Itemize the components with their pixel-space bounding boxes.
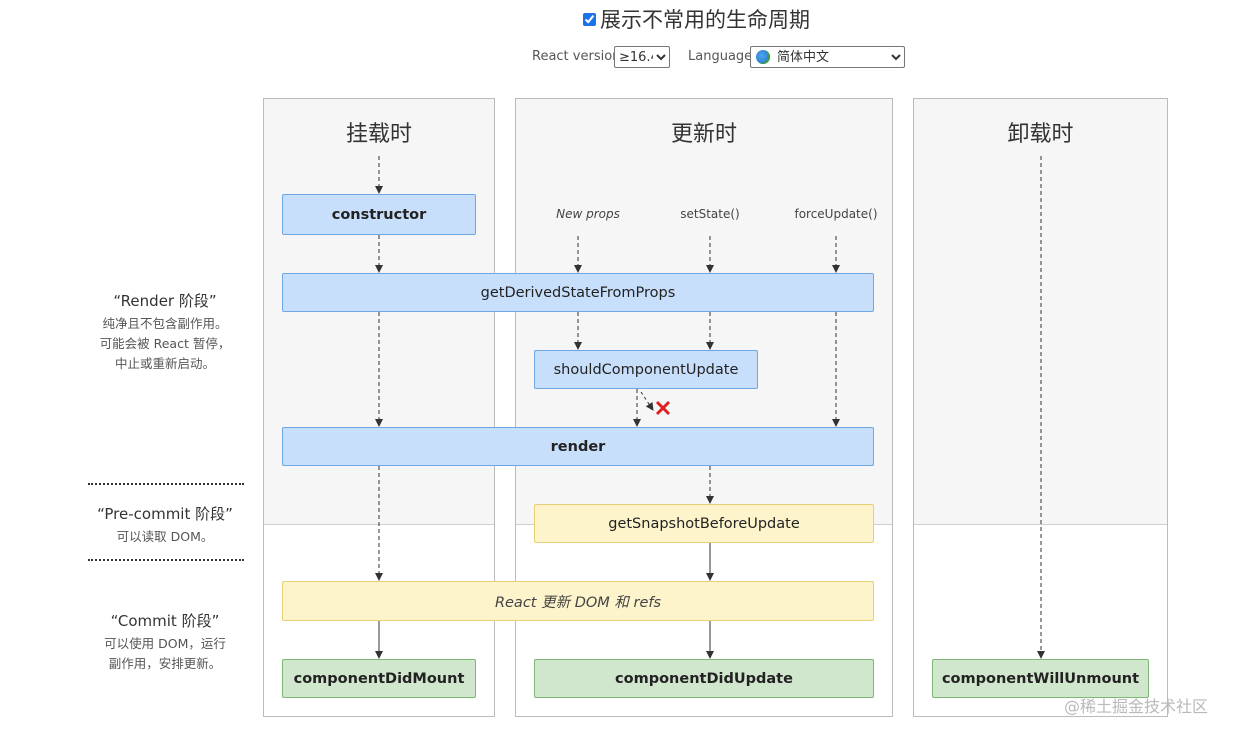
trigger-set-state: setState() xyxy=(680,207,740,221)
precommit-phase-title: “Pre-commit 阶段” xyxy=(97,505,233,523)
phase-divider-bottom xyxy=(88,559,244,561)
precommit-phase-desc: 可以读取 DOM。 xyxy=(80,527,250,547)
constructor-box[interactable]: constructor xyxy=(282,194,476,235)
globe-icon xyxy=(756,50,770,64)
react-updates-dom-box[interactable]: React 更新 DOM 和 refs xyxy=(282,581,874,621)
render-phase-title: “Render 阶段” xyxy=(113,292,217,310)
render-box[interactable]: render xyxy=(282,427,874,466)
react-version-select[interactable]: ≥16.4 xyxy=(614,46,670,68)
commit-phase-desc-line: 副作用，安排更新。 xyxy=(108,656,222,671)
toggle-label: 展示不常用的生命周期 xyxy=(600,8,810,32)
unmount-panel xyxy=(913,98,1168,717)
render-phase-desc: 纯净且不包含副作用。 可能会被 React 暂停， 中止或重新启动。 xyxy=(80,314,250,374)
update-panel xyxy=(515,98,893,717)
get-derived-state-from-props-box[interactable]: getDerivedStateFromProps xyxy=(282,273,874,312)
precommit-phase-desc-line: 可以读取 DOM。 xyxy=(116,529,214,544)
react-version-label: React version xyxy=(532,49,621,64)
watermark: @稀土掘金技术社区 xyxy=(1064,697,1209,716)
component-did-update-box[interactable]: componentDidUpdate xyxy=(534,659,874,698)
trigger-new-props: New props xyxy=(556,207,620,221)
language-select[interactable]: 简体中文 xyxy=(750,46,905,68)
render-phase-desc-line: 中止或重新启动。 xyxy=(114,356,215,371)
commit-phase-desc: 可以使用 DOM，运行 副作用，安排更新。 xyxy=(80,634,250,674)
component-did-mount-box[interactable]: componentDidMount xyxy=(282,659,476,698)
language-label: Language xyxy=(688,49,753,64)
get-snapshot-before-update-box[interactable]: getSnapshotBeforeUpdate xyxy=(534,504,874,543)
show-uncommon-checkbox[interactable] xyxy=(583,12,596,26)
commit-phase-desc-line: 可以使用 DOM，运行 xyxy=(104,636,226,651)
trigger-force-update: forceUpdate() xyxy=(794,207,878,221)
render-phase-desc-line: 可能会被 React 暂停， xyxy=(99,336,231,351)
language-select-wrapper[interactable]: 简体中文 xyxy=(750,46,905,68)
toggle-uncommon-lifecycles: 展示不常用的生命周期 xyxy=(583,4,810,34)
commit-phase-title: “Commit 阶段” xyxy=(110,612,220,630)
phase-divider-top xyxy=(88,483,244,485)
render-phase-desc-line: 纯净且不包含副作用。 xyxy=(102,316,228,331)
mount-panel xyxy=(263,98,495,717)
should-component-update-box[interactable]: shouldComponentUpdate xyxy=(534,350,758,389)
unmount-panel-render-area xyxy=(914,99,1167,525)
component-will-unmount-box[interactable]: componentWillUnmount xyxy=(932,659,1149,698)
unmount-title: 卸载时 xyxy=(1007,122,1074,147)
update-title: 更新时 xyxy=(670,122,737,147)
mount-title: 挂载时 xyxy=(345,122,412,147)
